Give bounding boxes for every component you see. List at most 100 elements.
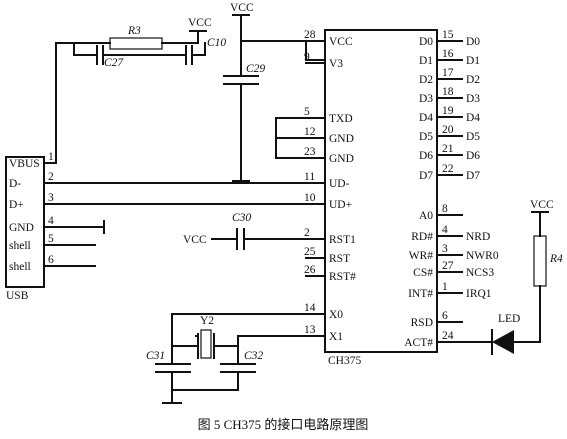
label-c30: C30 (232, 212, 251, 224)
chip-pin-number: 19 (442, 105, 454, 117)
chip-pin-label: UD- (329, 178, 350, 190)
chip-pin-label: GND (329, 133, 354, 145)
ch375-body (324, 29, 438, 353)
chip-pin-label: VCC (329, 36, 353, 48)
chip-pin-label: A0 (419, 210, 433, 222)
chip-pin-number: 4 (442, 224, 448, 236)
wire-x0 (171, 313, 307, 365)
chip-pin-label: X0 (329, 309, 343, 321)
usb-name: USB (6, 290, 29, 302)
usb-connector (5, 156, 45, 288)
chip-pin-label: TXD (329, 113, 353, 125)
label-r3: R3 (127, 25, 141, 37)
net-label: NWR0 (466, 250, 499, 262)
usb-pin-number: 1 (48, 151, 54, 163)
net-label: D0 (466, 36, 480, 48)
chip-pin-label: GND (329, 153, 354, 165)
usb-pin-number: 6 (48, 254, 54, 266)
usb-pin-label: D- (9, 178, 21, 190)
net-label: NRD (466, 231, 490, 243)
net-label: D1 (466, 55, 480, 67)
chip-pin-label: RST# (329, 271, 356, 283)
chip-pin-number: 1 (442, 281, 448, 293)
chip-pin-label: RST (329, 253, 350, 265)
led-icon (492, 330, 514, 354)
usb-pin-label: shell (9, 240, 31, 252)
label-r4: R4 (549, 253, 563, 265)
chip-pin-label: D3 (419, 93, 433, 105)
chip-pin-number: 10 (304, 192, 316, 204)
chip-pin-number: 15 (442, 29, 454, 41)
net-label: D3 (466, 93, 480, 105)
label-vcc-right: VCC (530, 199, 554, 211)
net-label: D2 (466, 74, 480, 86)
net-label: D4 (466, 112, 480, 124)
chip-pin-number: 28 (304, 29, 316, 41)
label-c31: C31 (146, 350, 165, 362)
label-c10: C10 (207, 37, 226, 49)
chip-pin-number: 23 (304, 146, 316, 158)
chip-pin-label: CS# (413, 267, 433, 279)
usb-pin-label: shell (9, 261, 31, 273)
chip-pin-number: 21 (442, 143, 454, 155)
chip-pin-label: X1 (329, 331, 343, 343)
label-vcc-top: VCC (230, 2, 254, 14)
chip-pin-label: D4 (419, 112, 433, 124)
label-vcc-rst: VCC (183, 234, 207, 246)
label-led: LED (498, 313, 520, 325)
chip-pin-number: 11 (304, 171, 315, 183)
chip-pin-label: INT# (408, 288, 433, 300)
label-c27: C27 (104, 57, 124, 69)
chip-name: CH375 (328, 355, 361, 367)
chip-pin-number: 13 (304, 324, 316, 336)
net-label: IRQ1 (466, 288, 492, 300)
chip-pin-label: D2 (419, 74, 433, 86)
chip-pin-number: 5 (304, 106, 310, 118)
resistor-r3 (109, 37, 163, 50)
chip-pin-label: WR# (409, 250, 434, 262)
net-label: D6 (466, 150, 480, 162)
chip-pin-number: 18 (442, 86, 454, 98)
chip-pin-number: 6 (442, 310, 448, 322)
label-c29: C29 (246, 63, 265, 75)
usb-pin-label: D+ (9, 199, 24, 211)
chip-pin-label: RD# (411, 231, 433, 243)
chip-pin-label: D0 (419, 36, 433, 48)
chip-pin-label: RST1 (329, 234, 356, 246)
net-label: D5 (466, 131, 480, 143)
chip-pin-label: D7 (419, 170, 433, 182)
chip-pin-number: 12 (304, 126, 316, 138)
net-label: D7 (466, 170, 480, 182)
chip-pin-number: 17 (442, 67, 454, 79)
chip-pin-number: 14 (304, 302, 316, 314)
chip-pin-number: 27 (442, 260, 454, 272)
chip-pin-number: 26 (304, 264, 316, 276)
chip-pin-number: 24 (442, 330, 454, 342)
usb-pin-number: 5 (48, 233, 54, 245)
crystal-y2 (200, 329, 212, 359)
chip-pin-label: ACT# (404, 337, 433, 349)
chip-pin-label: D5 (419, 131, 433, 143)
net-label: NCS3 (466, 267, 494, 279)
chip-pin-number: 22 (442, 163, 454, 175)
usb-pin-label: GND (9, 222, 34, 234)
chip-pin-label: UD+ (329, 199, 352, 211)
chip-pin-number: 2 (304, 227, 310, 239)
chip-pin-label: D6 (419, 150, 433, 162)
chip-pin-label: V3 (329, 58, 343, 70)
figure-caption: 图 5 CH375 的接口电路原理图 (198, 417, 369, 432)
chip-pin-label: RSD (411, 317, 433, 329)
chip-pin-number: 25 (304, 246, 316, 258)
chip-pin-label: D1 (419, 55, 433, 67)
chip-pin-number: 3 (442, 243, 448, 255)
label-vcc-top-left: VCC (188, 17, 212, 29)
label-c32: C32 (244, 350, 263, 362)
usb-pin-label: VBUS (9, 158, 40, 170)
wire-vbus (43, 42, 75, 164)
chip-pin-number: 16 (442, 48, 454, 60)
chip-pin-number: 20 (442, 124, 454, 136)
usb-pin-number: 4 (48, 215, 54, 227)
wire-x1 (237, 335, 307, 365)
chip-pin-number: 8 (442, 203, 448, 215)
